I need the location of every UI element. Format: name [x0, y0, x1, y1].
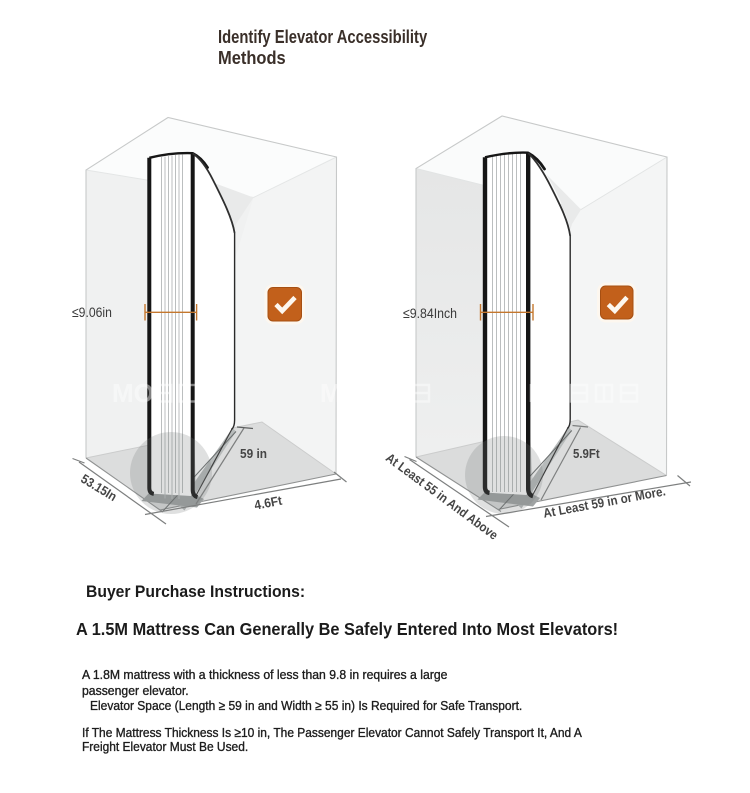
- svg-text:MO: MO: [320, 378, 362, 408]
- svg-text:MO: MO: [112, 378, 154, 408]
- svg-text:MO: MO: [528, 378, 570, 408]
